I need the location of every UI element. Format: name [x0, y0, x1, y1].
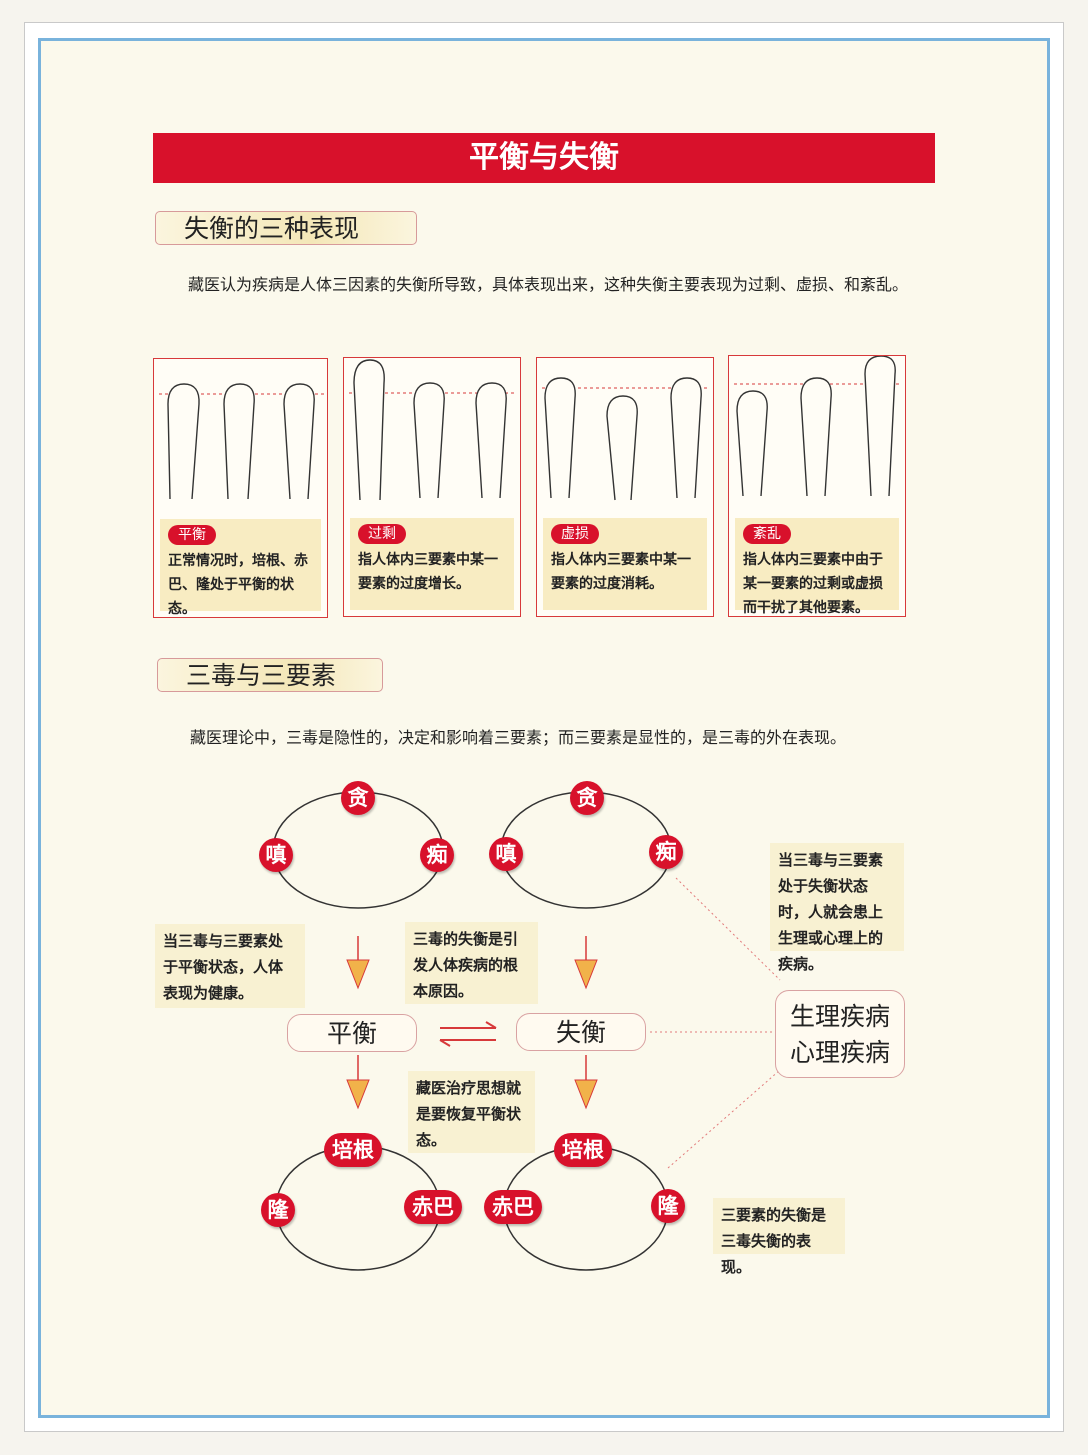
- section-heading-poisons-elements: 三毒与三要素: [157, 658, 383, 692]
- panel-text: 指人体内三要素中由于某一要素的过剩或虚损而干扰了其他要素。: [743, 552, 883, 616]
- arrow-down: [574, 959, 598, 990]
- panel-tag: 过剩: [358, 524, 406, 544]
- panel-text: 指人体内三要素中某一要素的过度消耗。: [551, 552, 691, 592]
- node-bad-kan: 培根: [324, 1133, 382, 1167]
- note-imbalance: 当三毒与三要素处于失衡状态时，人就会患上生理或心理上的疾病。: [770, 843, 904, 973]
- note-treatment: 藏医治疗思想就是要恢复平衡状态。: [408, 1071, 535, 1153]
- node-greed: 贪: [341, 781, 375, 815]
- fingers-illustration: [542, 377, 710, 501]
- node-ignorance: 痴: [649, 835, 683, 869]
- page-title: 平衡与失衡: [153, 133, 935, 183]
- state-imbalance: 失衡: [516, 1013, 646, 1051]
- disease-mental: 心理疾病: [789, 1038, 890, 1067]
- panel-tag: 紊乱: [743, 524, 791, 544]
- node-mkhris-pa: 赤巴: [404, 1190, 462, 1224]
- panel-caption: 平衡 正常情况时，培根、赤巴、隆处于平衡的状态。: [160, 519, 321, 617]
- panel-disorder: 紊乱 指人体内三要素中由于某一要素的过剩或虚损而干扰了其他要素。: [728, 355, 906, 617]
- note-cause: 三毒的失衡是引发人体疾病的根本原因。: [405, 922, 538, 1004]
- node-rlung: 隆: [651, 1189, 685, 1223]
- fingers-illustration: [349, 359, 517, 501]
- node-mkhris-pa: 赤巴: [484, 1190, 542, 1224]
- fingers-illustration: [159, 383, 324, 500]
- section1-intro: 藏医认为疾病是人体三因素的失衡所导致，具体表现出来，这种失衡主要表现为过剩、虚损…: [188, 275, 909, 294]
- panel-tag: 虚损: [551, 524, 599, 544]
- node-anger: 嗔: [259, 838, 293, 872]
- section-heading-imbalance-types: 失衡的三种表现: [155, 211, 417, 245]
- disease-physical: 生理疾病: [789, 1002, 890, 1031]
- arrow-down: [346, 959, 370, 990]
- node-bad-kan: 培根: [554, 1133, 612, 1167]
- node-ignorance: 痴: [420, 838, 454, 872]
- panel-deficiency: 虚损 指人体内三要素中某一要素的过度消耗。: [536, 357, 714, 617]
- panel-tag: 平衡: [168, 525, 216, 545]
- panel-excess: 过剩 指人体内三要素中某一要素的过度增长。: [343, 357, 521, 617]
- arrow-down: [574, 1079, 598, 1110]
- panel-caption: 过剩 指人体内三要素中某一要素的过度增长。: [350, 518, 514, 610]
- panel-balance: 平衡 正常情况时，培根、赤巴、隆处于平衡的状态。: [153, 358, 328, 618]
- connector: [667, 1069, 781, 1169]
- note-elements: 三要素的失衡是三毒失衡的表现。: [713, 1198, 845, 1276]
- state-balance: 平衡: [287, 1014, 417, 1052]
- panel-text: 指人体内三要素中某一要素的过度增长。: [358, 552, 498, 592]
- page-inner-frame: [38, 38, 1050, 1418]
- fingers-illustration: [734, 356, 902, 497]
- node-greed: 贪: [570, 781, 604, 815]
- node-rlung: 隆: [261, 1193, 295, 1227]
- node-anger: 嗔: [489, 837, 523, 871]
- connector: [675, 877, 781, 981]
- note-balance: 当三毒与三要素处于平衡状态，人体表现为健康。: [155, 924, 305, 1008]
- section2-intro: 藏医理论中，三毒是隐性的，决定和影响着三要素；而三要素是显性的，是三毒的外在表现…: [190, 728, 847, 747]
- arrow-down: [346, 1079, 370, 1110]
- panel-caption: 紊乱 指人体内三要素中由于某一要素的过剩或虚损而干扰了其他要素。: [735, 518, 899, 616]
- panel-text: 正常情况时，培根、赤巴、隆处于平衡的状态。: [168, 553, 308, 617]
- panel-caption: 虚损 指人体内三要素中某一要素的过度消耗。: [543, 518, 707, 610]
- disease-box: 生理疾病 心理疾病: [775, 990, 905, 1078]
